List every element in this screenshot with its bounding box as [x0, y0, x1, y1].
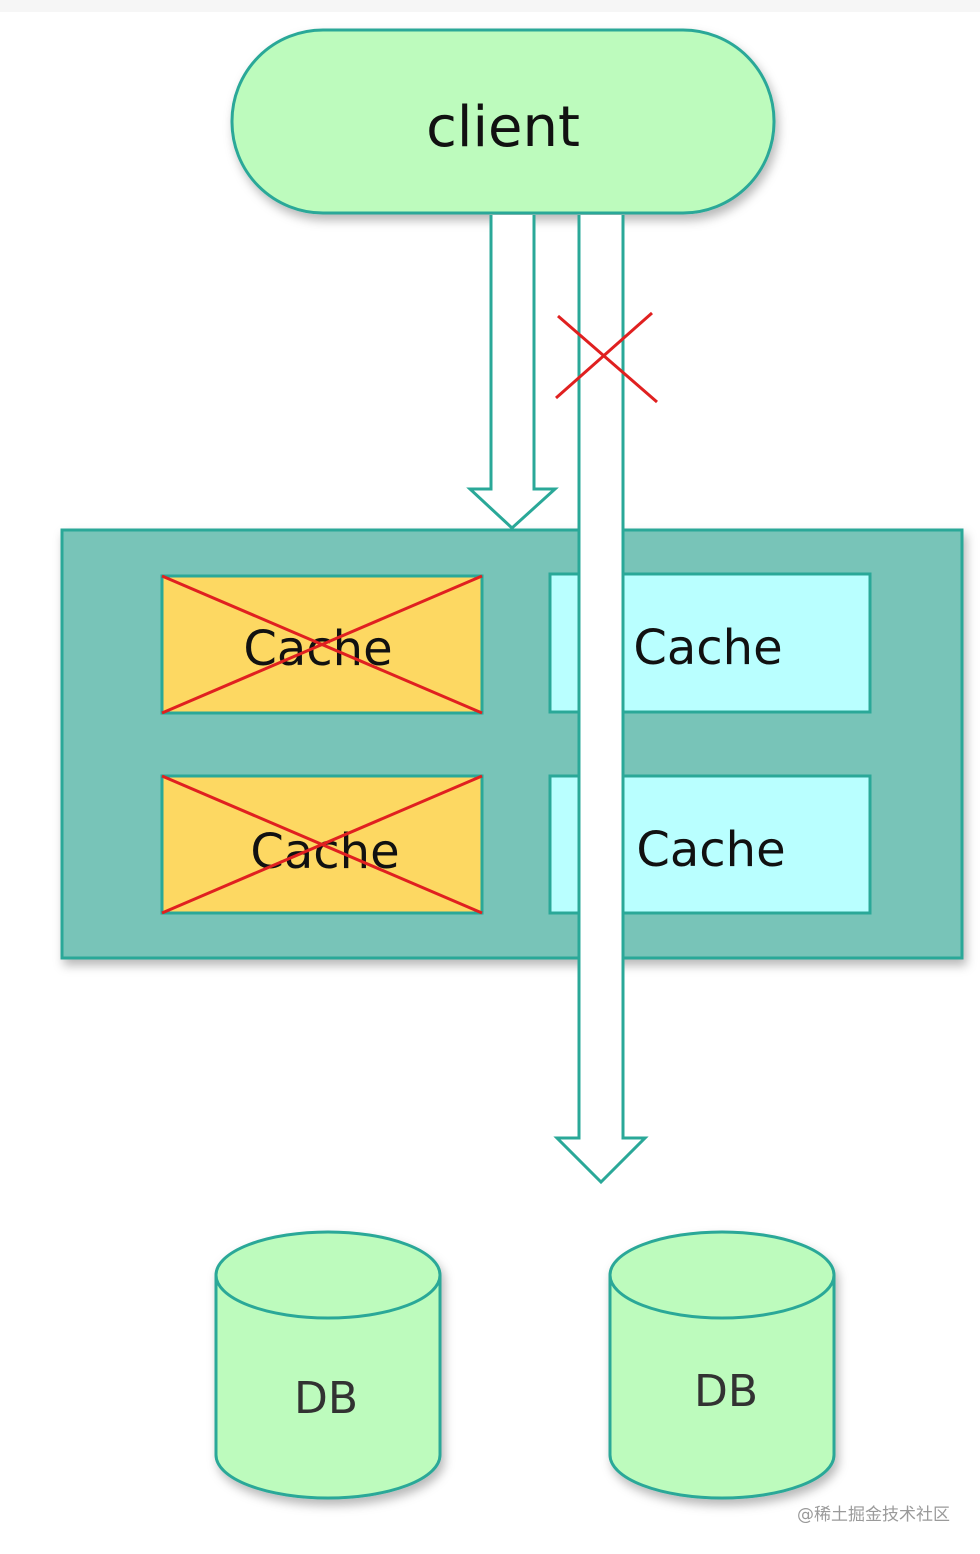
blocked-cross-icon: [555, 311, 658, 404]
cache-label: Cache: [633, 620, 782, 676]
client-node: client: [230, 28, 776, 215]
database-icon: DB: [214, 1230, 442, 1500]
database-icon: DB: [608, 1230, 836, 1500]
cross-mark: [161, 574, 483, 715]
cache-label: Cache: [636, 822, 785, 878]
client-to-cache-arrow: [466, 215, 559, 531]
db-label: DB: [694, 1366, 758, 1417]
cache-node-down: Cache: [160, 774, 484, 915]
client-label: client: [426, 95, 580, 160]
db-label: DB: [294, 1373, 358, 1424]
top-band: [0, 0, 980, 12]
watermark: @稀土掘金技术社区: [797, 1505, 950, 1525]
client-to-db-arrow: [553, 215, 649, 1185]
cross-mark: [161, 774, 483, 915]
client-pill: [230, 28, 776, 215]
cache-cluster: Cache Cache Cache Cache: [60, 528, 964, 960]
cache-label: Cache: [250, 824, 399, 880]
cache-node-down: Cache: [160, 574, 484, 715]
